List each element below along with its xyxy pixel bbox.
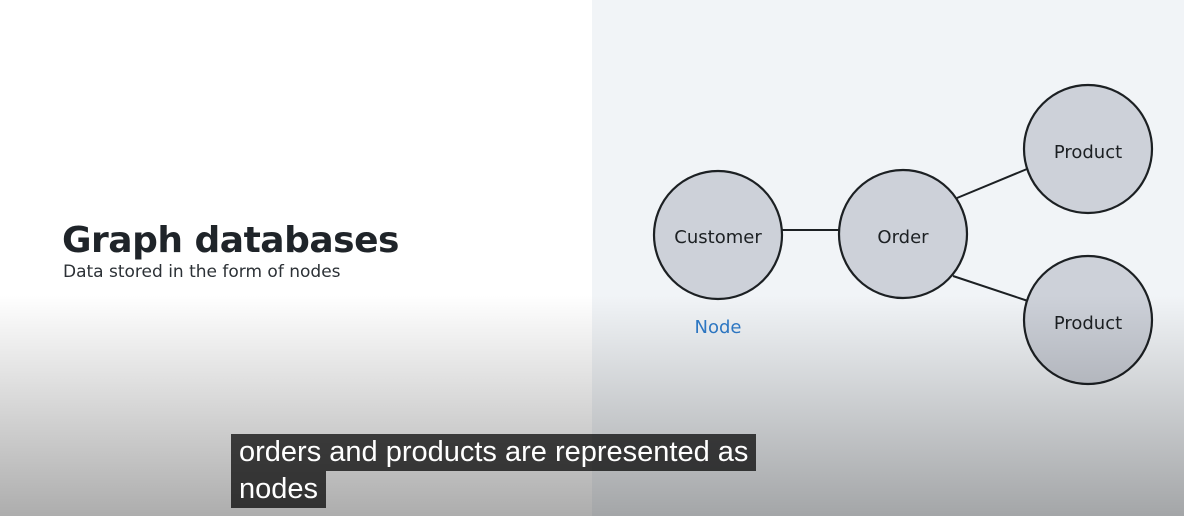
slide-subtitle: Data stored in the form of nodes — [63, 262, 341, 282]
node-order: Order — [837, 168, 969, 300]
node-product-top-circle — [1022, 83, 1154, 215]
node-customer-circle — [652, 169, 784, 301]
subtitle-caption: orders and products are represented as n… — [231, 434, 791, 508]
left-panel: Graph databases Data stored in the form … — [62, 220, 400, 282]
edge-order-product-top — [956, 168, 1028, 199]
node-annotation: Node — [695, 317, 742, 338]
node-product-bottom-circle — [1022, 254, 1154, 386]
slide-title: Graph databases — [62, 220, 399, 261]
node-order-circle — [837, 168, 969, 300]
node-product-bottom-label: Product — [1054, 313, 1122, 334]
nodes: Customer Order Product Product — [652, 83, 1154, 386]
caption-line-2: nodes — [231, 471, 327, 508]
edges — [782, 168, 1029, 302]
node-product-top: Product — [1022, 83, 1154, 215]
node-product-top-label: Product — [1054, 142, 1122, 163]
edge-order-product-bottom — [952, 275, 1029, 302]
node-product-bottom: Product — [1022, 254, 1154, 386]
node-customer: Customer — [652, 169, 784, 301]
caption-line-1: orders and products are represented as — [231, 434, 757, 471]
node-order-label: Order — [877, 227, 929, 248]
node-customer-label: Customer — [674, 227, 762, 248]
